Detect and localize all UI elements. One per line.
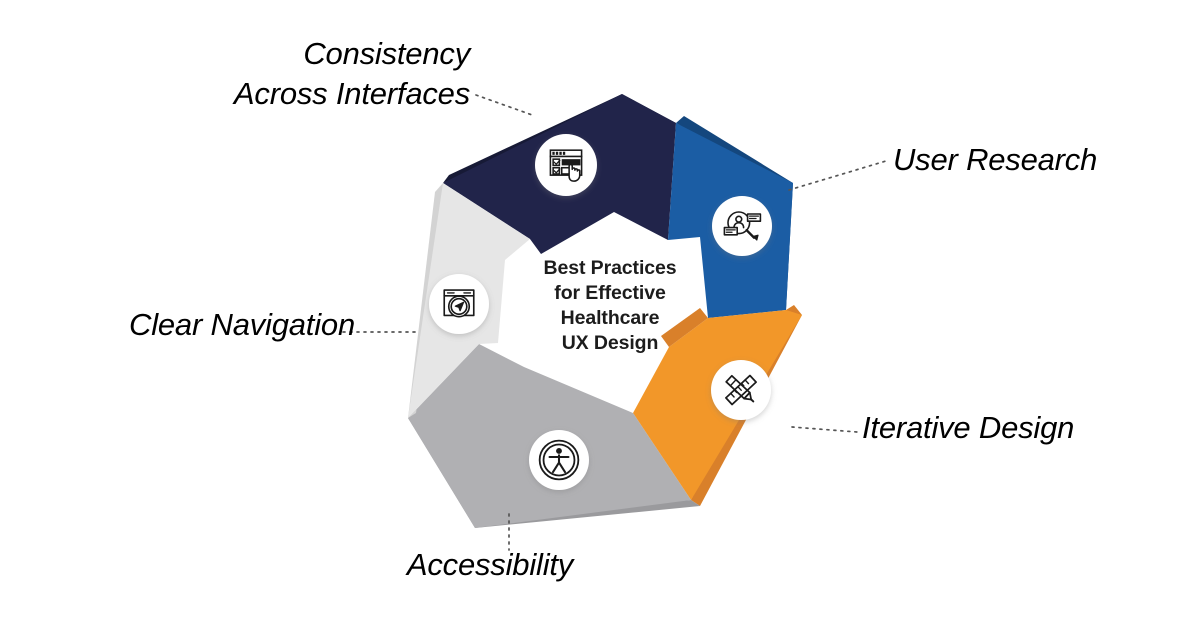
label-iterative-design[interactable]: Iterative Design (862, 410, 1075, 445)
icon-consistency-group[interactable] (535, 134, 597, 196)
pencil-ruler-icon (725, 374, 757, 406)
label-consistency-across-interfaces[interactable]: Consistency Across Interfaces (233, 36, 470, 112)
user-research-magnifier-icon (723, 211, 762, 241)
connector-lines (342, 94, 887, 551)
wireframe-click-icon (549, 149, 583, 182)
label-accessibility[interactable]: Accessibility (406, 547, 574, 582)
segment-iterative-design-notch (661, 308, 708, 347)
universal-accessibility-icon (538, 439, 580, 481)
connector-consistency (475, 94, 536, 117)
connector-user-research (788, 160, 887, 191)
connector-iterative-design (791, 426, 858, 433)
navigation-arrow-browser-icon (443, 289, 475, 318)
label-user-research[interactable]: User Research (893, 142, 1098, 177)
icon-disc-user-research (712, 196, 772, 256)
icon-iterative-design-group[interactable] (711, 360, 771, 420)
center-title: Best Practices for Effective Healthcare … (543, 257, 677, 354)
icon-accessibility-group[interactable] (529, 430, 589, 490)
icon-user-research-group[interactable] (712, 196, 772, 256)
label-clear-navigation[interactable]: Clear Navigation (129, 307, 355, 342)
icon-clear-navigation-group[interactable] (429, 274, 489, 334)
